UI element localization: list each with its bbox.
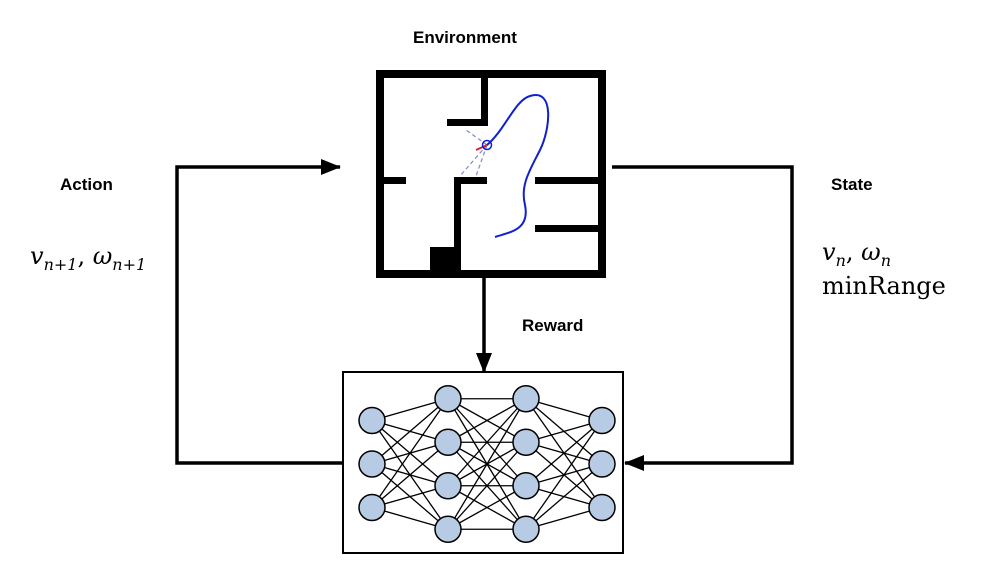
network-node-layer-4 bbox=[588, 406, 616, 435]
network-connection bbox=[447, 398, 527, 443]
omega-subscript: n+1 bbox=[112, 254, 147, 274]
action-variables: vn+1, ωn+1 bbox=[30, 242, 146, 274]
network-node-layer-2 bbox=[434, 472, 462, 500]
omega-symbol: ω bbox=[92, 242, 113, 270]
network-connection bbox=[447, 398, 527, 487]
v-symbol: v bbox=[30, 242, 44, 270]
network-node-layer-3 bbox=[512, 428, 540, 456]
robot-heading bbox=[475, 144, 488, 151]
network-connection bbox=[371, 441, 449, 508]
omega-subscript: n bbox=[880, 250, 892, 270]
network-node-layer-2 bbox=[434, 515, 462, 543]
neural-network bbox=[358, 385, 616, 543]
state-label: State bbox=[831, 175, 873, 194]
network-node-layer-1 bbox=[358, 406, 386, 435]
maze-inner-walls bbox=[376, 74, 606, 278]
network-node-layer-1 bbox=[358, 493, 386, 522]
separator: , bbox=[77, 242, 93, 270]
maze-outer-wall bbox=[376, 70, 606, 278]
state-minrange: minRange bbox=[822, 272, 946, 300]
network-node-layer-4 bbox=[588, 450, 616, 478]
network-connection bbox=[447, 485, 527, 530]
robot-trajectory bbox=[486, 94, 550, 238]
network-node-layer-3 bbox=[512, 472, 540, 500]
state-variables: vn, ωn bbox=[822, 238, 891, 270]
network-connection bbox=[525, 463, 603, 530]
v-subscript: n+1 bbox=[43, 254, 78, 274]
separator: , bbox=[845, 238, 862, 266]
network-connection bbox=[525, 420, 603, 530]
state-arrow bbox=[612, 165, 794, 471]
network-connection bbox=[525, 420, 603, 487]
network-node-layer-3 bbox=[512, 515, 540, 543]
v-subscript: n bbox=[835, 250, 846, 270]
reward-label: Reward bbox=[522, 316, 584, 335]
v-symbol: v bbox=[822, 238, 836, 266]
action-arrow bbox=[175, 159, 343, 465]
maze-environment bbox=[376, 70, 606, 278]
network-connection bbox=[371, 398, 449, 508]
network-node-layer-2 bbox=[434, 428, 462, 456]
robot-icon bbox=[481, 139, 493, 151]
environment-label: Environment bbox=[413, 28, 517, 47]
network-node-layer-3 bbox=[512, 385, 540, 413]
network-node-layer-4 bbox=[588, 493, 616, 522]
network-connection bbox=[371, 398, 449, 465]
action-label: Action bbox=[60, 175, 113, 194]
network-connection bbox=[447, 398, 527, 530]
network-node-layer-2 bbox=[434, 385, 462, 413]
network-connection bbox=[447, 441, 527, 530]
sensor-rays bbox=[459, 129, 488, 177]
omega-symbol: ω bbox=[861, 238, 881, 266]
network-node-layer-1 bbox=[358, 450, 386, 478]
